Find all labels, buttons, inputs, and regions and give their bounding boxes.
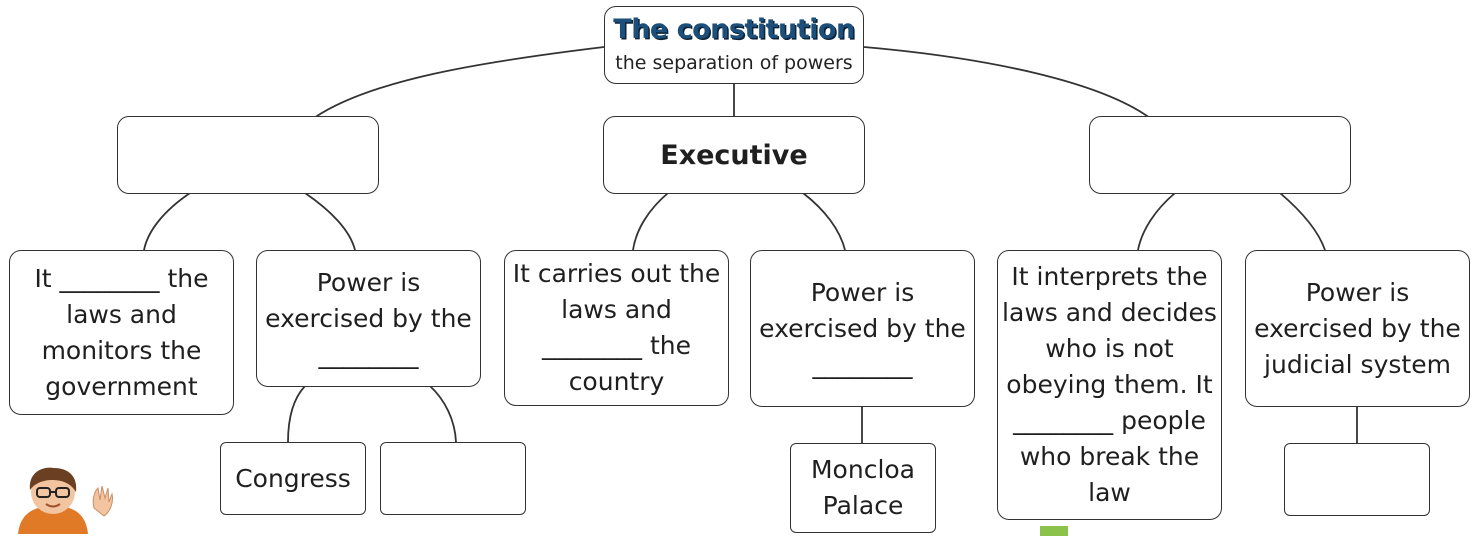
title-box: The constitution the separation of power… [604,6,864,84]
diagram-title: The constitution [613,14,855,45]
connector-left-a [143,192,191,251]
waving-avatar-icon [18,467,113,534]
executive-role-text: It carries out the laws and ________ the… [512,259,721,396]
congress-text: Congress [235,463,351,493]
legislative-role-text: It ________ the laws and monitors the go… [34,263,209,401]
executive-role-box: It carries out the laws and ________ the… [504,250,729,406]
branch-box-executive: Executive [603,116,865,194]
connector-title-right [863,46,1151,119]
judicial-power-box: Power is exercised by the judicial syste… [1245,250,1470,407]
judicial-power-text: Power is exercised by the judicial syste… [1254,277,1461,379]
branch-box-left[interactable] [117,116,379,194]
connector-title-left [313,46,605,119]
connector-right-b [1279,192,1326,251]
branch-box-right[interactable] [1089,116,1351,194]
executive-power-box: Power is exercised by the ________ [750,250,975,407]
legislative-power-text: Power is exercised by the ________ [265,267,472,369]
legislative-role-box: It ________ the laws and monitors the go… [9,250,234,415]
diagram-subtitle: the separation of powers [615,52,853,74]
congress-box: Congress [220,442,366,515]
connector-power-blank [429,385,457,443]
connector-center-a [632,192,669,251]
judicial-role-box: It interprets the laws and decides who i… [997,250,1222,520]
legislative-power-box: Power is exercised by the ________ [256,250,481,387]
logo-mark-icon [1040,526,1068,536]
blank-judicial-box[interactable] [1284,443,1430,516]
judicial-role-text: It interprets the laws and decides who i… [1002,262,1217,507]
executive-power-text: Power is exercised by the ________ [759,277,966,379]
branch-label-executive: Executive [660,139,808,171]
connector-left-b [304,192,356,251]
blank-chamber-box[interactable] [380,442,526,515]
connector-right-a [1137,192,1176,251]
moncloa-box: Moncloa Palace [790,443,936,533]
moncloa-text: Moncloa Palace [810,455,916,520]
connector-power-congress [287,385,306,443]
connector-center-b [802,192,846,251]
